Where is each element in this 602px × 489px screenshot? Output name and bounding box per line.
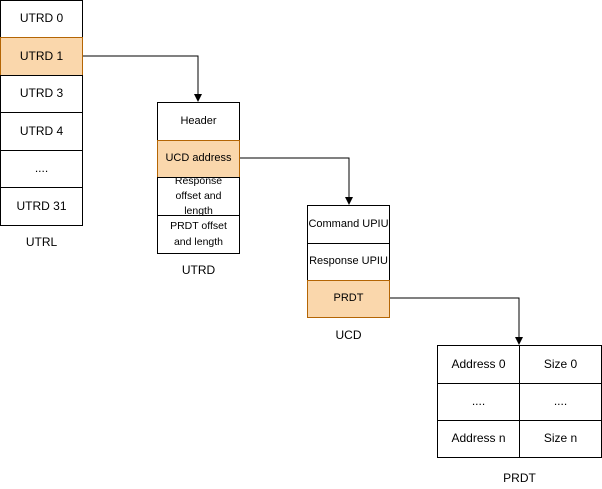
utrl-entry: UTRD 0 [0, 0, 83, 38]
utrd-table: Header UCD address Response offset and l… [157, 102, 240, 254]
utrd-caption: UTRD [181, 263, 216, 277]
ucd-caption: UCD [335, 328, 362, 342]
prdt-table: Address 0 Size 0 .... .... Address n Siz… [437, 345, 602, 458]
arrow-utrd1-to-utrd [82, 55, 202, 102]
utrl-entry-highlighted: UTRD 1 [0, 37, 83, 76]
utrl-entry: .... [0, 150, 83, 188]
utrl-table: UTRD 0 UTRD 1 UTRD 3 UTRD 4 .... UTRD 31 [0, 0, 83, 226]
ucd-field: Response UPIU [307, 243, 390, 281]
utrd-field: Header [157, 102, 240, 141]
prdt-address-cell: .... [437, 383, 520, 421]
utrl-entry: UTRD 4 [0, 112, 83, 151]
arrow-prdt-to-prdt-table [389, 297, 523, 345]
ucd-field: Command UPIU [307, 205, 390, 244]
prdt-size-cell: .... [519, 383, 602, 421]
utrl-caption: UTRL [25, 235, 58, 249]
ucd-field-highlighted: PRDT [307, 280, 390, 318]
utrl-entry: UTRD 3 [0, 75, 83, 113]
ucd-table: Command UPIU Response UPIU PRDT [307, 205, 390, 318]
prdt-caption: PRDT [503, 471, 536, 485]
prdt-address-cell: Address 0 [437, 345, 520, 384]
utrd-field: Response offset and length [157, 175, 240, 217]
arrow-ucd-address-to-ucd [239, 157, 353, 205]
prdt-size-cell: Size 0 [519, 345, 602, 384]
prdt-size-cell: Size n [519, 420, 602, 458]
utrd-field-highlighted: UCD address [157, 140, 240, 178]
prdt-address-cell: Address n [437, 420, 520, 458]
utrl-entry: UTRD 31 [0, 187, 83, 226]
utrd-field: PRDT offset and length [157, 215, 240, 254]
